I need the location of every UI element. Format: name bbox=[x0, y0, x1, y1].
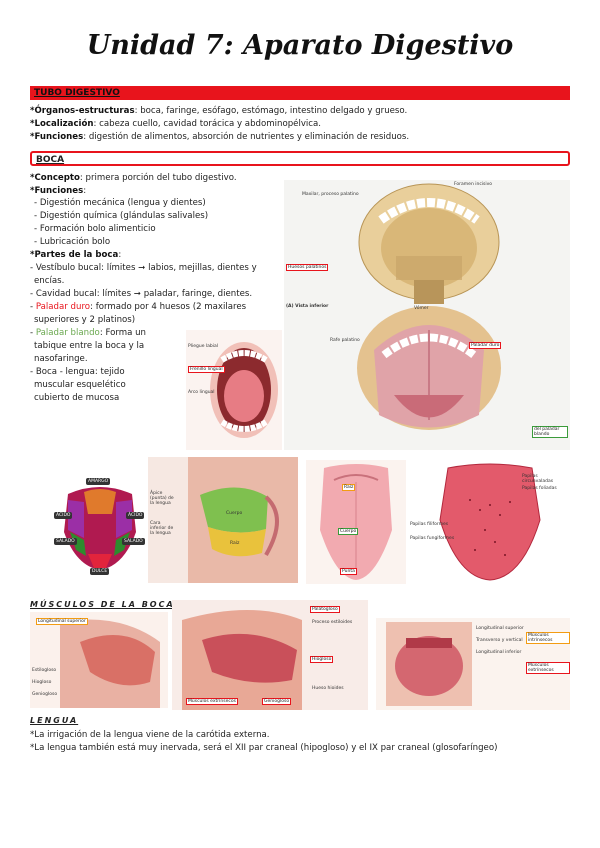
label-papilas-foliadas: Papilas foliadas bbox=[522, 486, 557, 491]
lengua-line-3: cubierto de mucosa bbox=[34, 393, 120, 403]
cavidad-line: - Cavidad bucal: límites ➞ paladar, fari… bbox=[30, 289, 253, 299]
taste-salado-left: SALADO bbox=[54, 538, 77, 545]
organos-line: *Órganos-estructuras: boca, faringe, esó… bbox=[30, 106, 408, 116]
tag-musculos-extrinsecos: Músculos extrínsecos bbox=[186, 698, 238, 705]
label-geniogloso: Geniogloso bbox=[32, 692, 58, 697]
papilas-illustration bbox=[439, 463, 541, 581]
lengua-line: - Boca - lengua: tejido bbox=[30, 367, 125, 377]
section-header-tubo: TUBO DIGESTIVO bbox=[30, 86, 570, 100]
label-transverso: Transverso y vertical bbox=[476, 638, 523, 643]
tag-cuerpo: Cuerpo bbox=[338, 528, 359, 535]
tag-paladar-duro: Paladar duro bbox=[469, 342, 502, 349]
taste-acido-left: ÁCIDO bbox=[54, 512, 73, 519]
label-vista: (A) Vista inferior bbox=[286, 304, 329, 309]
taste-dulce: DULCE bbox=[90, 568, 110, 575]
tag-longitudinal-superior: Longitudinal superior bbox=[36, 618, 88, 625]
tag-musculos-intrinsecos: Músculos intrínsecos bbox=[526, 632, 570, 644]
label-cara-inferior: Cara inferior de la lengua bbox=[150, 521, 174, 536]
localizacion-line: *Localización: cabeza cuello, cavidad to… bbox=[30, 119, 322, 129]
boca-funcion-item: - Digestión mecánica (lengua y dientes) bbox=[34, 198, 206, 208]
boca-funcion-item: - Formación bolo alimenticio bbox=[34, 224, 156, 234]
tag-paladar-blando: del paladar blando bbox=[532, 426, 568, 438]
taste-acido-right: ÁCIDO bbox=[126, 512, 145, 519]
tongue-front-illustration bbox=[320, 464, 392, 580]
label-vomer: Vómer bbox=[414, 306, 429, 311]
palate-illustration bbox=[357, 183, 501, 430]
label-papilas-circunvaladas: Papilas circunvaladas bbox=[522, 474, 554, 484]
paladar-duro-line: - Paladar duro: formado por 4 huesos (2 … bbox=[30, 302, 247, 312]
label-long-sup: Longitudinal superior bbox=[476, 626, 524, 631]
label-long-inf: Longitudinal inferior bbox=[476, 650, 522, 655]
palate-figure: Maxilar, proceso palatino Foramen incisi… bbox=[284, 180, 570, 450]
label-cuerpo: Cuerpo bbox=[226, 511, 243, 516]
section-header-boca: BOCA bbox=[30, 151, 570, 166]
tag-frenillo: Frenillo lingual bbox=[188, 366, 225, 373]
tag-punta: Punta bbox=[340, 568, 357, 575]
boca-funcion-item: - Lubricación bolo bbox=[34, 237, 111, 247]
boca-concepto: *Concepto: primera porción del tubo dige… bbox=[30, 173, 237, 183]
label-apice: Ápice (punta) de la lengua bbox=[150, 491, 174, 506]
taste-map-illustration bbox=[64, 487, 136, 570]
vestibulo-line: - Vestíbulo bucal: límites ➞ labios, mej… bbox=[30, 263, 257, 273]
lengua-inervacion: *La lengua también está muy inervada, se… bbox=[30, 743, 498, 753]
paladar-blando-line-3: nasofaringe. bbox=[34, 354, 88, 364]
section-header-lengua: LENGUA bbox=[30, 716, 79, 725]
label-papilas-filiformes: Papilas filiformes bbox=[410, 522, 449, 527]
paladar-blando-line: - Paladar blando: Forma un bbox=[30, 328, 146, 338]
muscle-figure-3: Longitudinal superior Transverso y verti… bbox=[376, 618, 570, 710]
section-header-musculos: MÚSCULOS DE LA BOCA bbox=[30, 600, 175, 609]
muscle-illustration-3 bbox=[386, 622, 472, 706]
label-estilogloso: Estilogloso bbox=[32, 668, 57, 673]
vestibulo-line-2: encías. bbox=[34, 276, 65, 286]
label-papilas-fungiformes: Papilas fungiformes bbox=[410, 536, 455, 541]
lengua-irrigacion: *La irrigación de la lengua viene de la … bbox=[30, 730, 270, 740]
label-maxilar: Maxilar, proceso palatino bbox=[302, 192, 359, 197]
open-mouth-figure: Pliegue labial Frenillo lingual Arco lin… bbox=[186, 330, 282, 450]
open-mouth-illustration bbox=[210, 342, 278, 438]
label-hueso-hioides: Hueso hioides bbox=[312, 686, 344, 691]
muscle-illustration-2 bbox=[182, 610, 302, 710]
tag-hiogloso: Hiogloso bbox=[310, 656, 334, 663]
page-title: Unidad 7: Aparato Digestivo bbox=[86, 30, 514, 61]
label-arco: Arco lingual bbox=[188, 390, 215, 395]
muscle-figure-1: Longitudinal superior Estilogloso Hioglo… bbox=[30, 612, 168, 708]
taste-salado-right: SALADO bbox=[122, 538, 145, 545]
tag-huesos-palatinos: Huesos palatinos bbox=[286, 264, 329, 271]
taste-map-figure: AMARGO ÁCIDO ÁCIDO SALADO SALADO DULCE bbox=[54, 470, 146, 580]
paladar-blando-line-2: tabique entre la boca y la bbox=[34, 341, 145, 351]
boca-funciones-label: *Funciones: bbox=[30, 186, 87, 196]
label-pliegue: Pliegue labial bbox=[188, 344, 219, 349]
papilas-figure: Papilas circunvaladas Papilas foliadas P… bbox=[410, 460, 570, 584]
lengua-line-2: muscular esquelético bbox=[34, 380, 126, 390]
tag-palatogloso: Palatogloso bbox=[310, 606, 340, 613]
muscle-figure-2: Palatogloso Proceso estiloides Hiogloso … bbox=[172, 600, 368, 710]
paladar-duro-line-2: superiores y 2 platinos) bbox=[34, 315, 136, 325]
label-raiz: Raíz bbox=[230, 541, 240, 546]
label-rafe: Rafe palatino bbox=[330, 338, 360, 343]
boca-partes-label: *Partes de la boca: bbox=[30, 250, 122, 260]
label-hiogloso: Hiogloso bbox=[32, 680, 52, 685]
funciones-line: *Funciones: digestión de alimentos, abso… bbox=[30, 132, 410, 142]
tag-geniogloso: Geniogloso bbox=[262, 698, 292, 705]
boca-funcion-item: - Digestión química (glándulas salivales… bbox=[34, 211, 209, 221]
tongue-front-figure: Raíz Cuerpo Punta bbox=[306, 460, 406, 584]
label-foramen: Foramen incisivo bbox=[454, 182, 493, 187]
tag-musculos-extrinsecos-right: Músculos extrínsecos bbox=[526, 662, 570, 674]
tongue-side-illustration bbox=[188, 457, 298, 583]
muscle-illustration-1 bbox=[60, 619, 160, 708]
taste-amargo: AMARGO bbox=[86, 478, 111, 485]
tag-raiz: Raíz bbox=[342, 484, 356, 491]
label-proceso-estiloides: Proceso estiloides bbox=[312, 620, 353, 625]
tongue-side-figure: Ápice (punta) de la lengua Cara inferior… bbox=[148, 457, 298, 583]
